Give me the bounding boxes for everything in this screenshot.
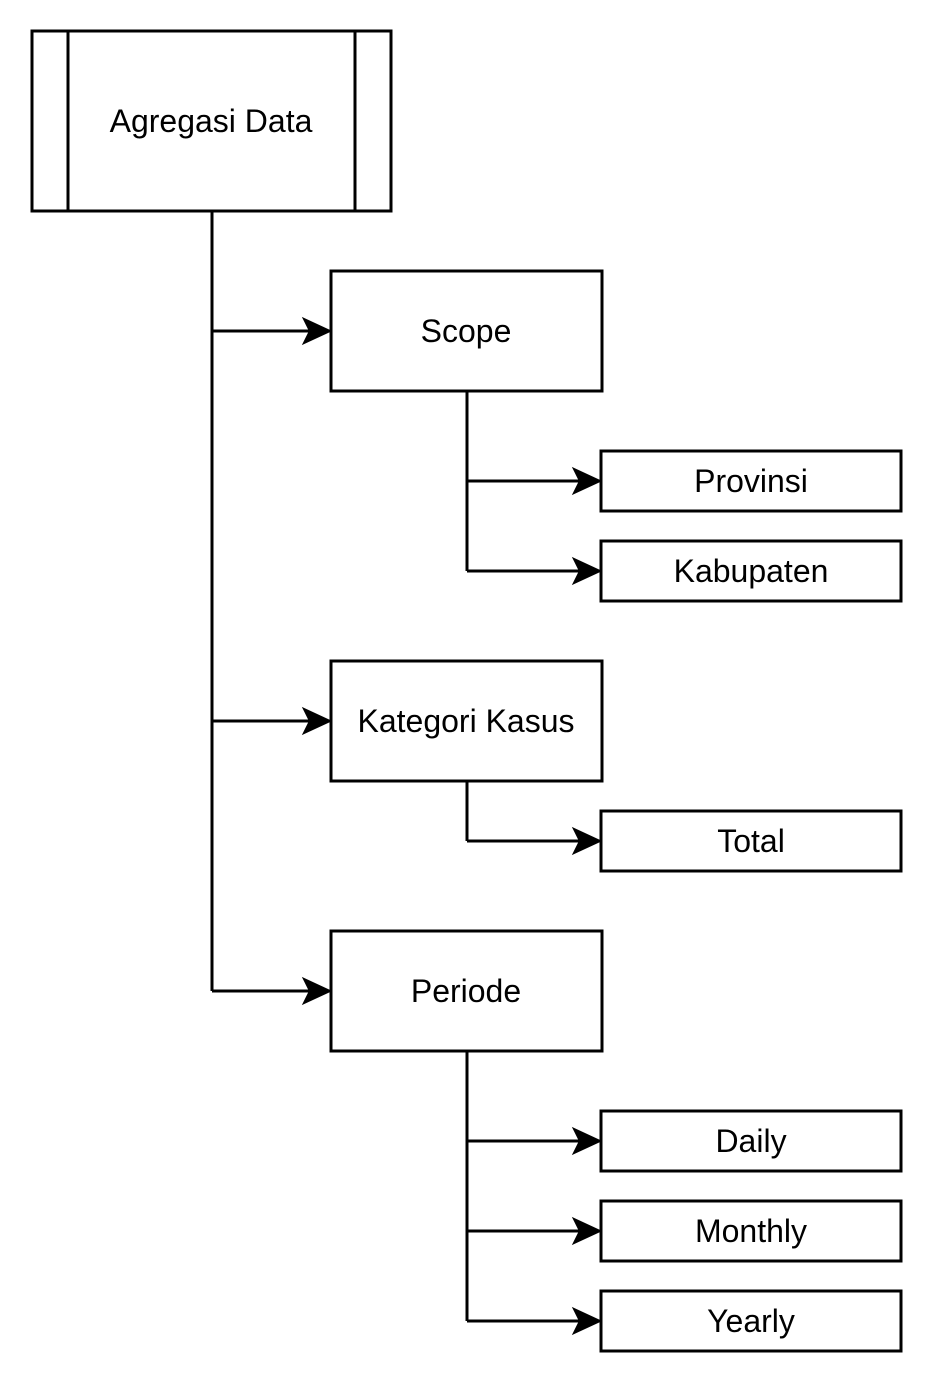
- leaf-node-yearly: Yearly: [599, 1289, 903, 1353]
- root-node-label: Agregasi Data: [110, 103, 313, 139]
- category-node-label: Periode: [411, 973, 521, 1009]
- category-node-scope: Scope: [329, 269, 604, 393]
- connectors: [210, 211, 603, 1336]
- arrowhead-scope: [301, 316, 333, 346]
- arrowhead-periode: [301, 976, 333, 1006]
- category-node-kategori-kasus: Kategori Kasus: [329, 659, 604, 783]
- root-node-agregasi-data: Agregasi Data: [30, 29, 393, 213]
- arrowhead-provinsi: [571, 466, 603, 496]
- arrowhead-yearly: [571, 1306, 603, 1336]
- leaf-node-daily: Daily: [599, 1109, 903, 1173]
- leaf-node-kabupaten: Kabupaten: [599, 539, 903, 603]
- leaf-node-label: Daily: [715, 1123, 786, 1159]
- arrowhead-kategori: [301, 706, 333, 736]
- leaf-node-monthly: Monthly: [599, 1199, 903, 1263]
- arrowhead-kabupaten: [571, 556, 603, 586]
- arrowhead-daily: [571, 1126, 603, 1156]
- leaf-node-label: Provinsi: [694, 463, 808, 499]
- leaf-node-label: Kabupaten: [674, 553, 829, 589]
- category-node-periode: Periode: [329, 929, 604, 1053]
- leaf-node-label: Yearly: [707, 1303, 795, 1339]
- arrowhead-total: [571, 826, 603, 856]
- leaf-node-provinsi: Provinsi: [599, 449, 903, 513]
- category-node-label: Scope: [421, 313, 512, 349]
- leaf-node-label: Monthly: [695, 1213, 807, 1249]
- leaf-node-label: Total: [717, 823, 785, 859]
- leaf-node-total: Total: [599, 809, 903, 873]
- category-node-label: Kategori Kasus: [357, 703, 574, 739]
- arrowhead-monthly: [571, 1216, 603, 1246]
